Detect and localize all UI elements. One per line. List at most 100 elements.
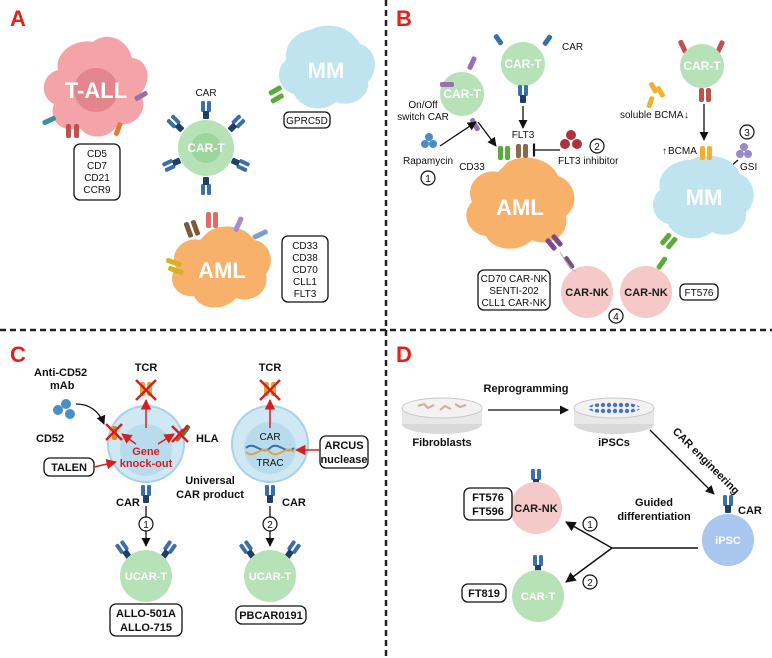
ipsc-label: iPSC [715, 535, 741, 547]
panel-d-letter: D [396, 342, 412, 367]
ft576-label-b: FT576 [685, 288, 714, 299]
arcus-line-2: nuclease [320, 454, 367, 466]
up-arrow-icon: ↑ [662, 146, 667, 157]
aml-marker-2: CD38 [292, 253, 318, 264]
car-nk-item-3: CLL1 CAR-NK [481, 298, 546, 309]
reprogramming-label: Reprogramming [484, 383, 569, 395]
step-2-c: 2 [267, 520, 273, 531]
talen-label: TALEN [51, 462, 87, 474]
aml-marker-5: FLT3 [294, 289, 317, 300]
on-off-line-1: On/Off [408, 100, 437, 111]
car-label-a: CAR [195, 88, 216, 99]
car-t-cell-b-left: CAR-T [440, 56, 484, 132]
ucar-t-cell-right: UCAR-T [238, 539, 302, 602]
anti-cd52-line-1: Anti-CD52 [34, 367, 87, 379]
aml-cell-a: AML [166, 212, 271, 308]
car-t-cell-b-right: CAR-T [678, 39, 725, 102]
t-all-marker-2: CD7 [87, 161, 107, 172]
product-left-1: ALLO-501A [116, 608, 176, 620]
universal-line-2: CAR product [176, 489, 244, 501]
aml-marker-1: CD33 [292, 241, 318, 252]
nk-product-2: FT596 [472, 506, 504, 518]
mm-cell-b: MM [653, 146, 754, 250]
car-t-label-a: CAR-T [187, 141, 225, 155]
panel-a-letter: A [10, 6, 26, 31]
cd33-label: CD33 [459, 162, 485, 173]
down-arrow-icon: ↓ [684, 110, 689, 121]
flt3-inhibitor-label: FLT3 inhibitor [558, 156, 619, 167]
fibroblast-dish [401, 397, 483, 434]
step-2-b: 2 [594, 142, 600, 153]
car-nk-cell-2: CAR-NK [620, 256, 672, 318]
mm-cell: MM [268, 25, 375, 109]
car-nk-label-1: CAR-NK [565, 287, 608, 299]
step-4-b: 4 [613, 312, 619, 323]
panel-c-letter: C [10, 342, 26, 367]
t-all-cell: T-ALL [42, 36, 148, 138]
t-cell-knockout-left: TCR Gene knock-out [105, 362, 191, 483]
t-all-marker-3: CD21 [84, 173, 110, 184]
car-t-label-b-top: CAR-T [504, 57, 542, 71]
car-nk-label-2: CAR-NK [624, 287, 667, 299]
gene-ko-line-1: Gene [132, 446, 160, 458]
car-nk-item-2: SENTI-202 [489, 286, 539, 297]
flt3-label: FLT3 [512, 130, 535, 141]
aml-marker-4: CLL1 [293, 277, 317, 288]
car-nk-item-1: CD70 CAR-NK [481, 274, 548, 285]
t-cell-arcus-right: TCR CAR TRAC [231, 362, 309, 483]
aml-marker-3: CD70 [292, 265, 318, 276]
arcus-line-1: ARCUS [324, 440, 363, 452]
car-nk-cell-d: CAR-NK [510, 469, 562, 534]
car-t-cell-d: CAR-T [512, 555, 564, 622]
guided-line-1: Guided [635, 497, 673, 509]
on-off-line-2: switch CAR [397, 112, 449, 123]
mm-marker: GPRC5D [286, 116, 328, 127]
aml-label-b: AML [496, 195, 544, 220]
aml-label-a: AML [198, 258, 246, 283]
aml-cell-b: AML [466, 144, 575, 251]
step-1-c: 1 [143, 520, 149, 531]
ucar-t-label-right: UCAR-T [249, 571, 291, 583]
car-label-c-right: CAR [282, 497, 306, 509]
car-t-label-b-right: CAR-T [683, 59, 721, 73]
step-2-d: 2 [587, 578, 593, 589]
panel-b-letter: B [396, 6, 412, 31]
ipsc-cell: CAR iPSC [702, 495, 762, 566]
gsi-label: GSI [740, 162, 757, 173]
mm-label: MM [308, 58, 345, 83]
trac-label: TRAC [256, 458, 283, 469]
guided-line-2: differentiation [617, 511, 691, 523]
car-label-c-left: CAR [116, 497, 140, 509]
panel-a: A T-ALL CD5 CD7 CD21 CCR9 MM GPRC5D [10, 6, 375, 308]
fibroblasts-label: Fibroblasts [412, 437, 471, 449]
gene-ko-line-2: knock-out [120, 458, 173, 470]
ipscs-dish [573, 397, 655, 434]
ucar-t-cell-left: UCAR-T [114, 539, 178, 602]
car-t-cell-b-top: CAR CAR-T [493, 34, 583, 103]
anti-cd52-line-2: mAb [50, 380, 75, 392]
rapamycin-label: Rapamycin [403, 156, 453, 167]
car-t-cell-a: CAR CAR-T [161, 88, 251, 195]
t-all-label: T-ALL [65, 78, 127, 103]
tcr-label-left: TCR [135, 362, 158, 374]
cd52-label: CD52 [36, 433, 64, 445]
ipscs-label: iPSCs [598, 437, 630, 449]
product-right: PBCAR0191 [239, 610, 303, 622]
t-product: FT819 [468, 588, 500, 600]
car-nk-label-d: CAR-NK [514, 503, 557, 515]
panel-d: D Fibroblasts Reprogramming iPSCs CAR en… [396, 342, 762, 622]
t-all-marker-4: CCR9 [83, 185, 111, 196]
car-nk-cell-1: CAR-NK [561, 256, 613, 318]
step-1-d: 1 [587, 520, 593, 531]
panel-b: B CAR CAR-T FLT3 CAR-T On/Off switch CAR… [396, 6, 757, 324]
ucar-t-label-left: UCAR-T [125, 571, 167, 583]
mm-label-b: MM [686, 185, 723, 210]
t-all-marker-1: CD5 [87, 149, 107, 160]
nk-product-1: FT576 [472, 492, 504, 504]
car-t-label-d: CAR-T [521, 591, 555, 603]
panel-c: C Anti-CD52 mAb CD52 TCR Gene knock-out … [10, 342, 369, 637]
universal-line-1: Universal [185, 475, 235, 487]
soluble-bcma-label: soluble BCMA [620, 110, 684, 121]
step-3-b: 3 [744, 128, 750, 139]
